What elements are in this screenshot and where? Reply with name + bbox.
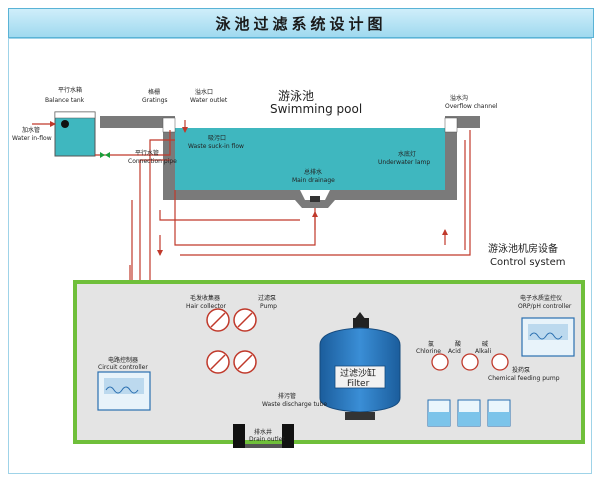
waste-suck-in-cn: 吸污口 — [208, 134, 226, 142]
pool-structure — [100, 116, 480, 208]
overflow-channel-cn: 溢水沟 — [450, 94, 468, 102]
chemical-pump-cn: 投药泵 — [512, 366, 530, 374]
gratings-cn: 格栅 — [148, 88, 160, 96]
chlorine-en: Chlorine — [416, 348, 441, 355]
chemical-pump-en: Chemical feeding pump — [488, 375, 560, 382]
acid-en: Acid — [448, 348, 461, 355]
diagram-frame — [8, 38, 592, 474]
drain-outlet-en: Drain outlet — [249, 436, 285, 443]
control-system-en: Control system — [490, 257, 565, 268]
circuit-controller-cn: 电路控制器 — [108, 356, 138, 364]
pump-cn: 过滤泵 — [258, 294, 276, 302]
main-drain-grate — [310, 196, 320, 202]
orp-controller-en: ORP/pH controller — [518, 303, 572, 310]
waste-tube-cn: 排污管 — [278, 392, 296, 400]
acid-cn: 酸 — [455, 340, 461, 348]
underwater-lamp-cn: 水底灯 — [398, 150, 416, 158]
pump-en: Pump — [260, 303, 277, 310]
circuit-controller-en: Circuit controller — [98, 364, 148, 371]
water-inflow-cn: 加水管 — [22, 126, 40, 134]
pool-label-cn: 游泳池 — [278, 89, 314, 103]
balance-tank-en: Balance tank — [45, 97, 85, 104]
sand-filter — [319, 312, 401, 420]
waste-suck-in-en: Waste suck-in flow — [188, 143, 244, 150]
alkali-en: Alkali — [475, 348, 491, 355]
hair-collector-pump-2 — [206, 350, 257, 374]
filter-en: Filter — [347, 379, 370, 389]
drain-outlet — [233, 424, 294, 448]
orp-controller-cn: 电子水质监控仪 — [520, 294, 562, 302]
gratings-en: Gratings — [142, 97, 168, 104]
pool-wall — [100, 116, 480, 208]
drain-outlet-cn: 排水井 — [254, 428, 272, 436]
grating — [162, 117, 176, 133]
connection-pipe-en: Connection pipe — [128, 158, 177, 165]
overflow-channel-en: Overflow channel — [445, 103, 498, 110]
filter-cn: 过滤沙缸 — [340, 367, 376, 379]
title-bar: 泳池过滤系统设计图 — [8, 8, 594, 38]
hair-collector-en: Hair collector — [186, 303, 227, 310]
waste-tube-en: Waste discharge tube — [262, 401, 327, 408]
pool-label-en: Swimming pool — [270, 102, 362, 116]
pool-water — [175, 128, 445, 190]
labels: 游泳池 Swimming pool 平行水箱 Balance tank 加水管 … — [12, 86, 572, 443]
connection-pipe-cn: 平行水管 — [135, 149, 159, 157]
underwater-lamp-en: Underwater lamp — [378, 159, 430, 166]
page-title: 泳池过滤系统设计图 — [215, 14, 387, 33]
water-outlet-en: Water outlet — [190, 97, 228, 104]
circuit-controller — [97, 371, 151, 411]
balance-tank-cn: 平行水箱 — [58, 86, 82, 94]
balance-tank — [54, 111, 96, 157]
orp-controller — [521, 317, 575, 357]
main-drainage-cn: 总排水 — [304, 168, 322, 176]
hair-collector-pump-1 — [206, 308, 257, 332]
alkali-cn: 碱 — [482, 341, 488, 348]
chlorine-cn: 氯 — [428, 340, 434, 348]
main-drainage-en: Main drainage — [292, 177, 335, 184]
hair-collector-cn: 毛发收集器 — [190, 294, 220, 302]
water-inflow-en: Water in-flow — [12, 135, 52, 142]
chemical-pumps — [431, 353, 509, 371]
overflow-channel — [444, 117, 458, 133]
water-outlet-cn: 溢水口 — [195, 88, 213, 96]
control-system-cn: 游泳池机房设备 — [488, 242, 558, 255]
chemical-tanks — [427, 399, 511, 427]
